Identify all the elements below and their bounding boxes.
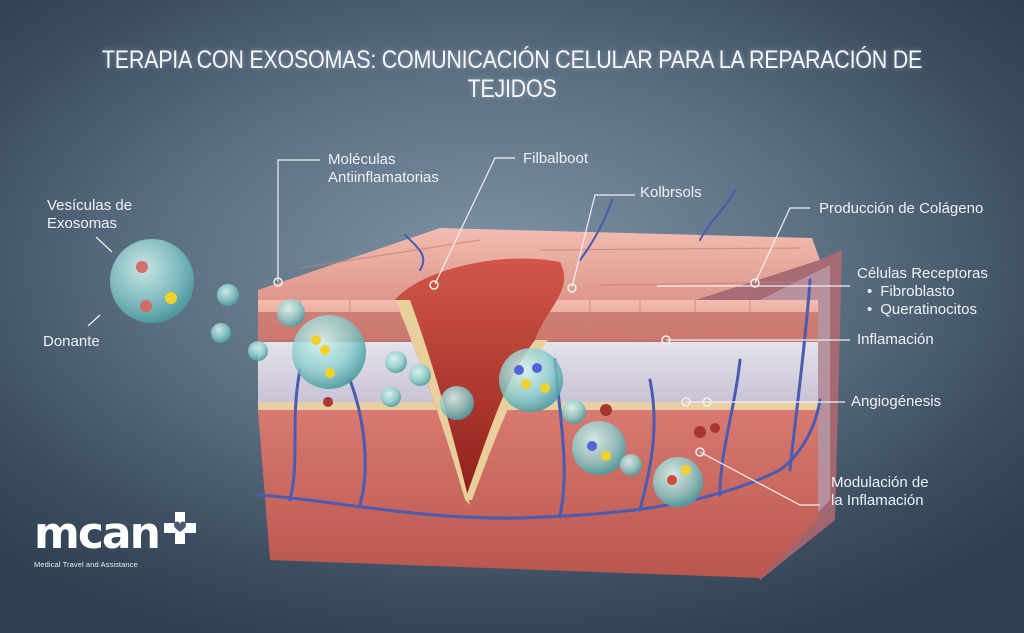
page-title: TERAPIA CON EXOSOMAS: COMUNICACIÓN CELUL… (101, 46, 923, 103)
list-item-keratinocytes: Queratinocitos (867, 301, 988, 319)
wound (395, 258, 565, 500)
list-item-fibroblast: Fibroblasto (867, 283, 988, 301)
label-inflammation-modulation: Modulación de la Inflamación (831, 474, 929, 510)
receptor-cell-list: Fibroblasto Queratinocitos (857, 283, 988, 319)
label-heading: Células Receptoras (857, 265, 988, 282)
label-line: Vesículas de (47, 197, 133, 214)
mcan-logo: mcan Medical Travel and Assistance (34, 508, 196, 569)
label-line: Antiinflamatorias (328, 169, 439, 186)
label-kolbrsols: Kolbrsols (640, 184, 702, 201)
label-anti-inflammatory-molecules: Moléculas Antiinflamatorias (328, 151, 439, 187)
blood-vessels (258, 189, 822, 520)
label-line: Modulación de (831, 474, 929, 491)
label-exosome-vesicles: Vesículas de Exosomas (47, 197, 132, 233)
label-inflammation: Inflamación (857, 331, 934, 348)
label-line: Exosomas (47, 215, 118, 232)
label-filbalboot: Filbalboot (523, 150, 589, 167)
label-line: la Inflamación (831, 492, 924, 509)
label-angiogenesis: Angiogénesis (851, 393, 942, 410)
label-donor: Donante (43, 333, 100, 350)
label-collagen-production: Producción de Colágeno (819, 200, 984, 217)
logo-wordmark: mcan (34, 508, 161, 559)
dermis-layer (258, 410, 818, 578)
exosome-vesicles (110, 239, 703, 507)
label-leader-lines (87, 157, 850, 506)
logo-tagline: Medical Travel and Assistance (34, 560, 138, 569)
cross-heart-icon (164, 512, 196, 544)
label-receptor-cells: Células Receptoras Fibroblasto Queratino… (857, 265, 988, 319)
label-line: Moléculas (328, 151, 396, 168)
